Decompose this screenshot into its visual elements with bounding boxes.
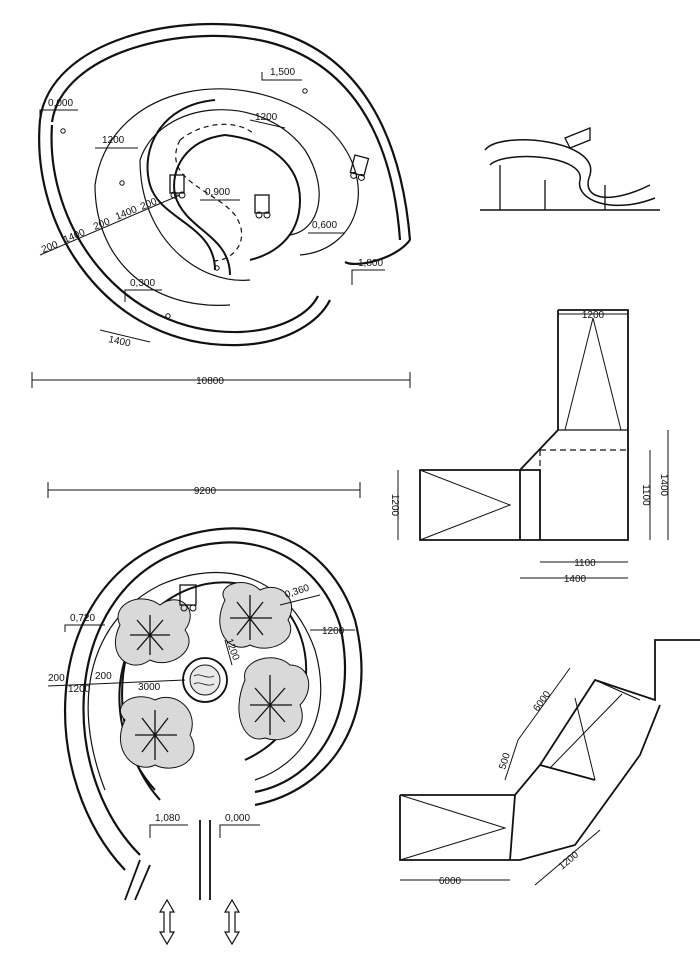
- fountain-icon: [182, 657, 228, 703]
- dimension-label: 1100: [574, 558, 596, 569]
- dimension-label: 200: [92, 216, 112, 233]
- dimension-label: 1200: [322, 626, 345, 637]
- dimension-label: 200: [95, 671, 112, 682]
- elevation-label: 1,500: [270, 67, 295, 78]
- wheelchair-icon: [254, 194, 271, 219]
- spiral-dimensions: 1200 1200 200 1400 200 1400 200 1400 108…: [31, 112, 411, 388]
- spiral-elevations: 0,000 1,500 0,900 0,600 1,800 0,300: [39, 67, 385, 302]
- spiral-ramp-plan: 0,000 1,500 0,900 0,600 1,800 0,300 1200…: [31, 22, 412, 388]
- elevation-label: 0,600: [312, 220, 337, 231]
- spiral-center-walls: [146, 99, 302, 276]
- dimension-label: 1200: [68, 684, 91, 695]
- dimension-label: 1200: [102, 135, 125, 146]
- dimension-label: 6000: [439, 876, 462, 887]
- circular-middle-ring: [87, 571, 322, 791]
- circular-dimensions: 200 200 1200 3000 1200 1200: [47, 626, 355, 695]
- dimension-label: 1200: [557, 849, 581, 872]
- circular-outer-walls: [64, 527, 363, 871]
- wheelchair-icon: [169, 174, 186, 199]
- dimension-label: 1200: [389, 494, 400, 517]
- tree-icon: [119, 696, 195, 769]
- dimension-label: 1400: [114, 204, 139, 223]
- elevation-label: 1,800: [358, 258, 383, 269]
- wheelchair-icon: [179, 584, 197, 612]
- tree-icon: [238, 657, 310, 741]
- dimension-label: 500: [497, 751, 513, 771]
- arrow-updown-icon: [158, 898, 176, 946]
- spiral-level-markers: [60, 88, 308, 319]
- elevation-label: 0,300: [130, 278, 155, 289]
- overall-dimension-label: 10800: [196, 376, 224, 387]
- elevation-label: 0,000: [48, 98, 73, 109]
- spiral-outer-walls: [38, 22, 412, 347]
- tree-icon: [114, 598, 191, 666]
- dimension-label: 3000: [138, 682, 161, 693]
- overall-dimension-label: 9200: [194, 486, 217, 497]
- circular-ramp-plan: 9200: [47, 482, 363, 946]
- dimension-label: 1400: [564, 574, 587, 585]
- dimension-label: 200: [40, 239, 60, 256]
- dimension-label: 1400: [107, 334, 131, 349]
- dimension-label: 1400: [658, 474, 669, 497]
- angled-landing-plan: 6000 500 6000 1200: [399, 639, 700, 887]
- ramp-perspective-sketch: [480, 127, 660, 211]
- dimension-label: 6000: [531, 689, 553, 714]
- elevation-label: 0,900: [205, 187, 230, 198]
- l-shaped-landing-plan: 1200 1200 1100 1400 1100 1400: [389, 309, 669, 585]
- dimension-label: 1200: [255, 112, 278, 123]
- elevation-label: 0,000: [225, 813, 250, 824]
- wheelchair-icon: [349, 154, 370, 181]
- elevation-label: 1,080: [155, 813, 180, 824]
- elevation-label: 0,720: [70, 613, 95, 624]
- arrow-updown-icon: [223, 898, 241, 946]
- dimension-label: 200: [48, 673, 65, 684]
- tree-icon: [219, 582, 293, 649]
- dimension-label: 1200: [582, 310, 605, 321]
- dimension-label: 1100: [640, 484, 651, 506]
- dimension-label: 1400: [62, 227, 87, 246]
